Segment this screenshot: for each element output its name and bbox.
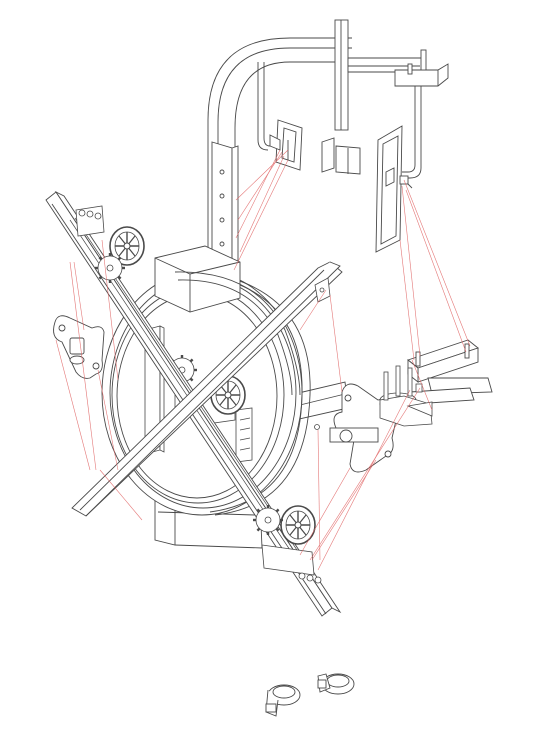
vertical-post [211, 141, 239, 271]
right-mechanism [379, 365, 433, 427]
upright-frame [207, 19, 449, 400]
ring-top-block [154, 245, 301, 396]
bottom-right-gear-assembly [251, 503, 322, 584]
small-peg [314, 424, 320, 430]
right-plate [375, 125, 413, 253]
threads [55, 149, 471, 571]
left-plate [269, 119, 303, 171]
bracket-icon [53, 315, 105, 379]
right-bench [407, 339, 493, 405]
clamp-icon [265, 673, 355, 717]
bar-end-bracket [314, 277, 331, 303]
center-hanger [321, 137, 361, 175]
top-left-gear-assembly [75, 205, 145, 285]
